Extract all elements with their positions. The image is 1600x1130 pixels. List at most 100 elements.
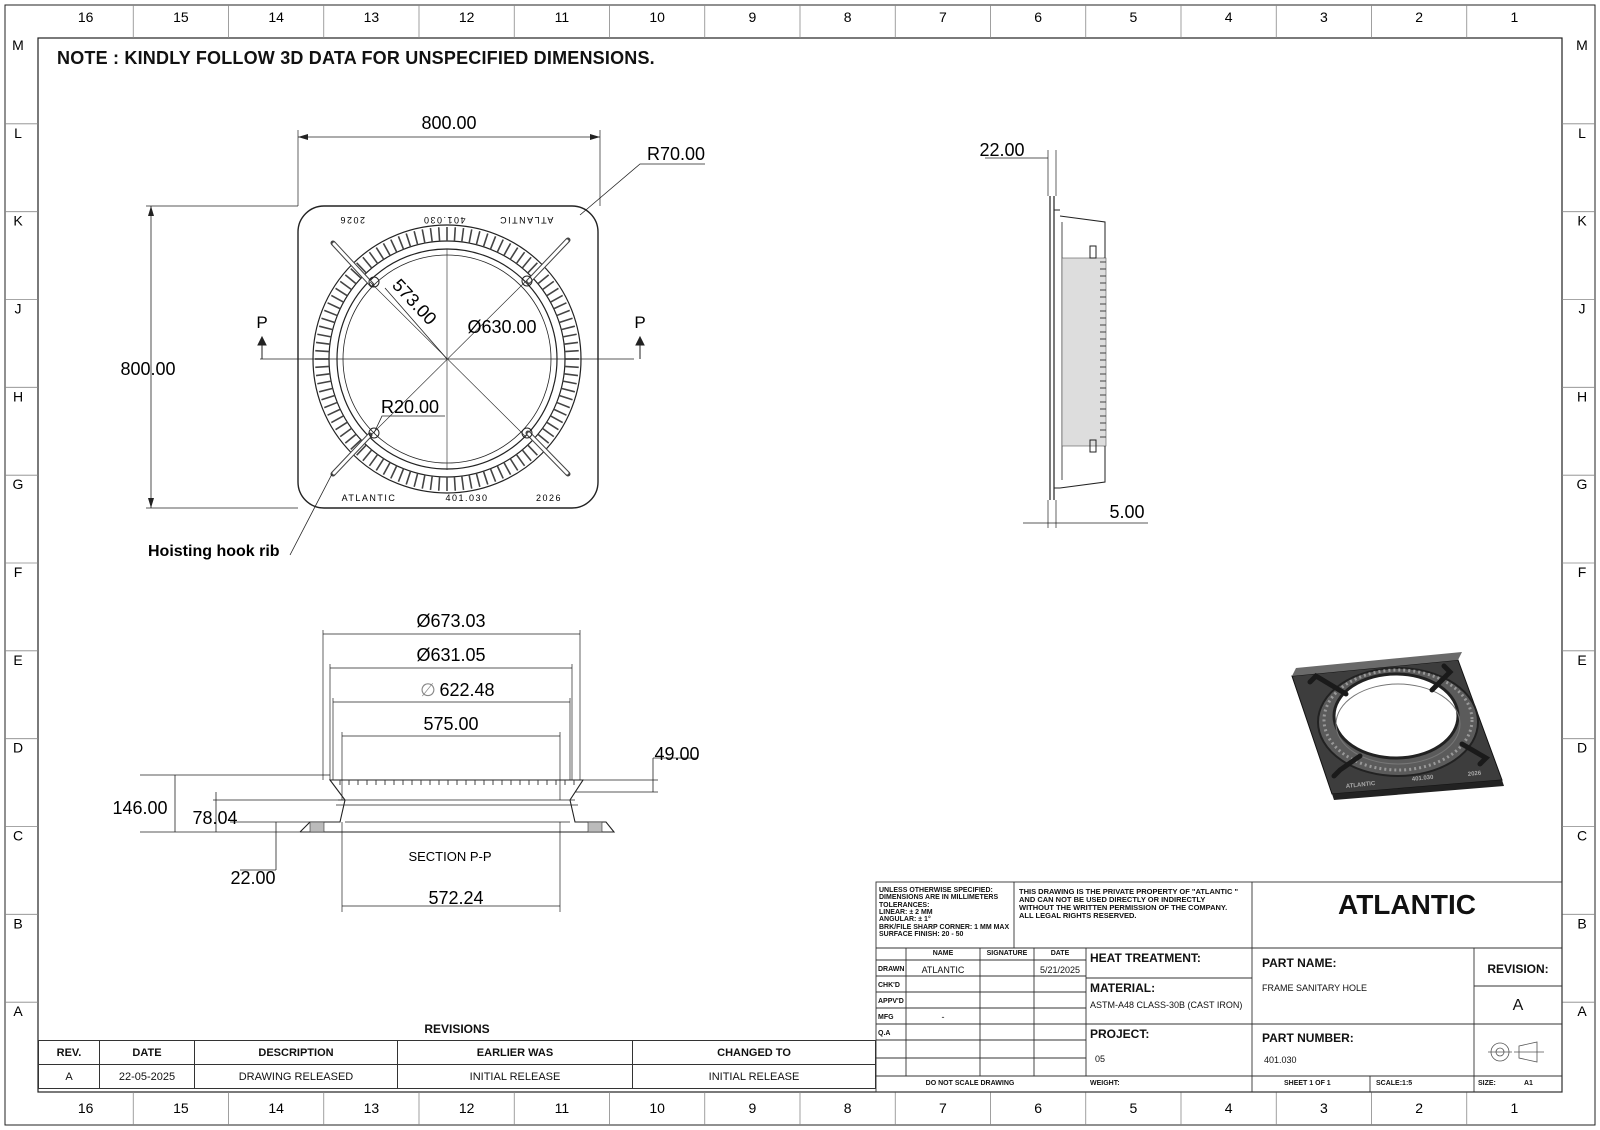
table-row: A 22-05-2025 DRAWING RELEASED INITIAL RE… xyxy=(38,1064,876,1089)
section-marker-left: P xyxy=(256,313,267,332)
section-marker-right: P xyxy=(634,313,645,332)
isometric-view: ATLANTIC 401.030 2026 xyxy=(1291,652,1504,800)
mfg-name: - xyxy=(941,1012,945,1022)
zone-letter: G xyxy=(1577,476,1588,492)
svg-text:ATLANTIC: ATLANTIC xyxy=(1346,781,1377,790)
size-label: SIZE: xyxy=(1478,1080,1496,1087)
side-view xyxy=(985,150,1148,528)
zone-number: 4 xyxy=(1225,9,1233,25)
section-dim-575: 575.00 xyxy=(423,714,478,734)
zone-labels: 1616151514141313121211111010998877665544… xyxy=(12,9,1588,1116)
col-date: DATE xyxy=(1050,950,1070,957)
zone-number: 5 xyxy=(1129,9,1137,25)
zone-number: 3 xyxy=(1320,9,1328,25)
diameter-symbol: ∅ xyxy=(420,680,436,700)
zone-letter: A xyxy=(1577,1003,1587,1019)
zone-number: 8 xyxy=(844,1100,852,1116)
zone-letter: M xyxy=(1576,37,1588,53)
zone-number: 10 xyxy=(649,9,665,25)
zone-number: 12 xyxy=(459,9,475,25)
section-dim-22: 22.00 xyxy=(230,868,275,888)
part-name-label: PART NAME: xyxy=(1262,956,1337,970)
projection-symbol-icon xyxy=(1488,1041,1544,1063)
dim-corner-radius: R70.00 xyxy=(647,144,705,164)
zone-letter: K xyxy=(1577,213,1587,229)
zone-number: 2 xyxy=(1415,9,1423,25)
zone-number: 12 xyxy=(459,1100,475,1116)
section-dim-78: 78.04 xyxy=(192,808,237,828)
revision-label: REVISION: xyxy=(1487,962,1549,976)
zone-number: 9 xyxy=(748,9,756,25)
zone-letter: C xyxy=(1577,828,1587,844)
note-text: NOTE : KINDLY FOLLOW 3D DATA FOR UNSPECI… xyxy=(57,48,655,68)
zone-letter: E xyxy=(1577,652,1586,668)
row-checked: CHK'D xyxy=(878,982,900,989)
svg-text:ATLANTIC: ATLANTIC xyxy=(499,215,554,225)
zone-number: 8 xyxy=(844,9,852,25)
zone-letter: F xyxy=(1578,564,1587,580)
zone-letter: L xyxy=(1578,125,1586,141)
zone-letter: K xyxy=(13,213,23,229)
section-dim-146: 146.00 xyxy=(112,798,167,818)
zone-number: 7 xyxy=(939,9,947,25)
rev-header: REV. xyxy=(38,1040,100,1065)
svg-text:401.030: 401.030 xyxy=(422,215,465,225)
company-logo: ATLANTIC xyxy=(1338,889,1476,920)
dim-diameter: Ø630.00 xyxy=(467,317,536,337)
drawn-name: ATLANTIC xyxy=(921,965,965,975)
col-name: NAME xyxy=(932,950,954,957)
rev-cell: A xyxy=(38,1064,100,1089)
svg-text:401.030: 401.030 xyxy=(445,493,488,503)
zone-ticks xyxy=(5,5,1595,1125)
section-dim-49: 49.00 xyxy=(654,744,699,764)
do-not-scale: DO NOT SCALE DRAWING xyxy=(925,1080,1015,1087)
zone-number: 10 xyxy=(649,1100,665,1116)
hoisting-callout: Hoisting hook rib xyxy=(148,543,280,560)
sheet-count: SHEET 1 OF 1 xyxy=(1284,1080,1331,1087)
zone-number: 3 xyxy=(1320,1100,1328,1116)
size-value: A1 xyxy=(1524,1080,1533,1087)
earlier-was-cell: INITIAL RELEASE xyxy=(397,1064,633,1089)
zone-number: 14 xyxy=(268,9,284,25)
svg-text:ATLANTIC: ATLANTIC xyxy=(342,493,397,503)
side-dim-top: 22.00 xyxy=(979,140,1024,160)
zone-number: 7 xyxy=(939,1100,947,1116)
emboss-top: ATLANTIC 401.030 2026 xyxy=(339,215,553,225)
dim-height: 800.00 xyxy=(120,359,175,379)
zone-number: 15 xyxy=(173,1100,189,1116)
date-cell: 22-05-2025 xyxy=(99,1064,195,1089)
revisions-title: REVISIONS xyxy=(424,1022,490,1036)
zone-number: 1 xyxy=(1510,1100,1518,1116)
zone-letter: D xyxy=(13,740,23,756)
property-note: THIS DRAWING IS THE PRIVATE PROPERTY OF … xyxy=(1019,887,1239,920)
outer-border xyxy=(4,4,1596,1126)
section-dim-d2: Ø631.05 xyxy=(416,645,485,665)
zone-number: 15 xyxy=(173,9,189,25)
changed-to-header: CHANGED TO xyxy=(632,1040,876,1065)
zone-number: 2 xyxy=(1415,1100,1423,1116)
zone-number: 9 xyxy=(748,1100,756,1116)
section-dim-bottom: 572.24 xyxy=(428,888,483,908)
zone-number: 16 xyxy=(78,9,94,25)
zone-letter: B xyxy=(13,915,22,931)
changed-to-cell: INITIAL RELEASE xyxy=(632,1064,876,1089)
zone-letter: G xyxy=(13,476,24,492)
svg-text:401.030: 401.030 xyxy=(1412,775,1435,783)
zone-number: 11 xyxy=(555,9,570,25)
material-label: MATERIAL: xyxy=(1090,981,1156,995)
side-dim-bottom: 5.00 xyxy=(1109,502,1144,522)
zone-letter: E xyxy=(13,652,22,668)
row-approved: APPV'D xyxy=(878,998,904,1005)
part-number-value: 401.030 xyxy=(1264,1055,1297,1065)
top-view xyxy=(146,130,705,556)
top-view-arrowheads xyxy=(148,134,600,508)
section-dim-d1: Ø673.03 xyxy=(416,611,485,631)
zone-letter: C xyxy=(13,828,23,844)
zone-letter: M xyxy=(12,37,24,53)
zone-letter: J xyxy=(15,301,22,317)
heat-treatment-label: HEAT TREATMENT: xyxy=(1090,951,1201,965)
zone-number: 4 xyxy=(1225,1100,1233,1116)
revisions-table: REV. DATE DESCRIPTION EARLIER WAS CHANGE… xyxy=(38,1040,876,1089)
zone-letter: H xyxy=(1577,388,1587,404)
description-cell: DRAWING RELEASED xyxy=(194,1064,398,1089)
